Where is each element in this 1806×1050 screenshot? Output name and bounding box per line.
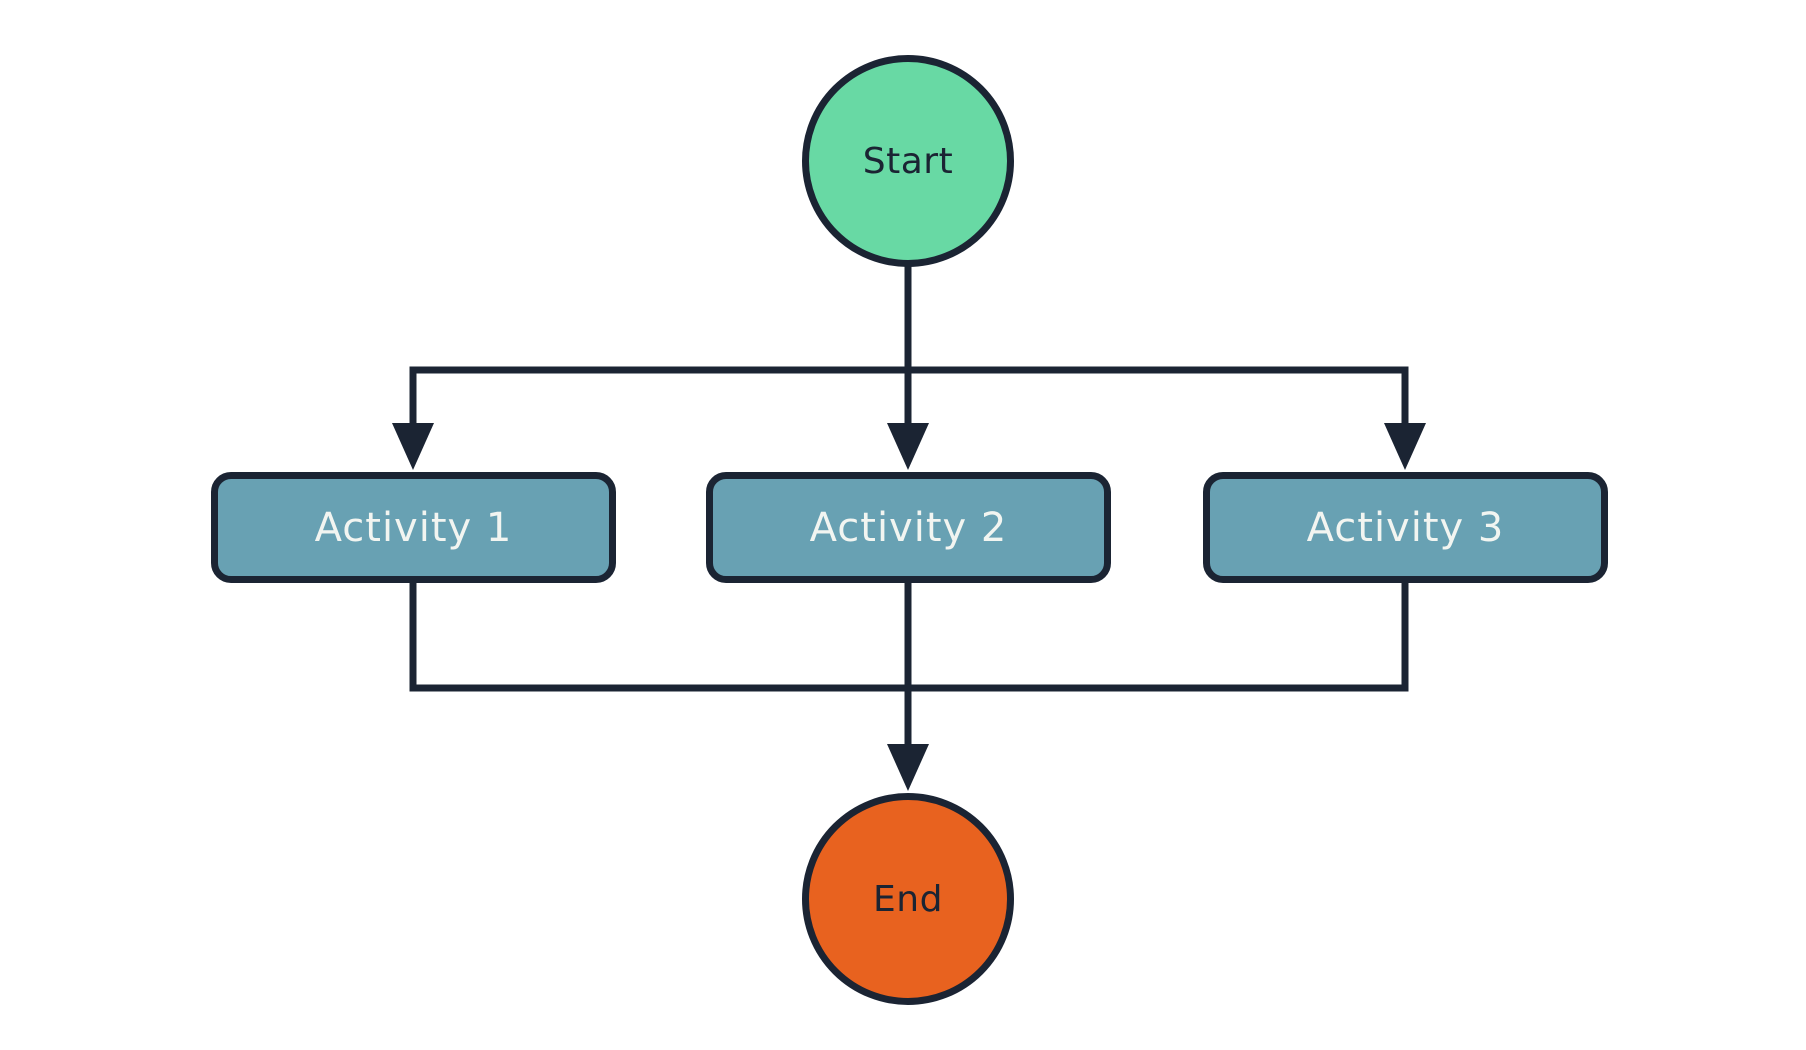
arrowhead-end [887,744,929,791]
arrowhead-activity-3 [1384,423,1426,470]
node-activity-1: Activity 1 [211,472,616,583]
node-activity-1-label: Activity 1 [314,504,513,551]
node-activity-2-label: Activity 2 [809,504,1008,551]
node-activity-3: Activity 3 [1203,472,1608,583]
edge-split-branches [409,366,1409,432]
arrowhead-activity-2 [887,423,929,470]
node-start-label: Start [862,140,954,182]
node-end: End [802,793,1014,1005]
arrowhead-activity-1 [392,423,434,470]
node-start: Start [802,55,1014,267]
node-activity-2: Activity 2 [706,472,1111,583]
node-activity-3-label: Activity 3 [1306,504,1505,551]
node-end-label: End [873,878,943,920]
